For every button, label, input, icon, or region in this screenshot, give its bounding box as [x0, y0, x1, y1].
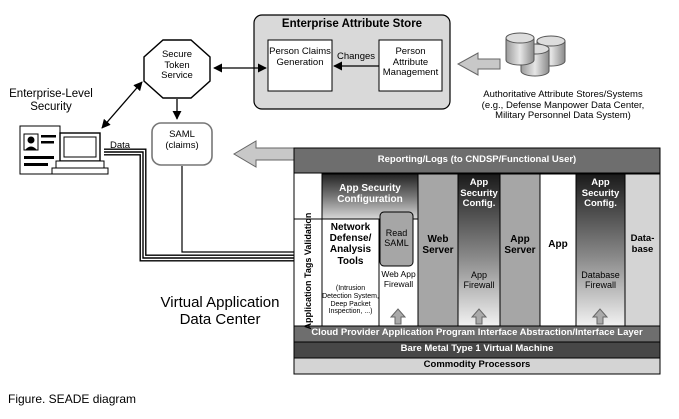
- reporting-label: Reporting/Logs (to CNDSP/Functional User…: [377, 154, 577, 165]
- app-firewall-label: App Firewall: [463, 270, 495, 291]
- enterprise-store-title: Enterprise Attribute Store: [281, 18, 423, 30]
- reporting-to-saml-arrow: [233, 140, 296, 168]
- up-arrow-2: [470, 308, 488, 325]
- database-firewall-label: Database Firewall: [581, 270, 620, 291]
- reporting-bar: [293, 147, 661, 174]
- database-col: [624, 173, 661, 327]
- web-app-firewall-label: Web App Firewall: [381, 269, 416, 289]
- data-label: Data: [110, 140, 131, 151]
- web-server-label: Web Server: [422, 234, 454, 257]
- figure-caption: Figure. SEADE diagram: [8, 392, 137, 406]
- cloud-layer-label: Cloud Provider Application Program Inter…: [311, 327, 643, 338]
- attribute-management-label: Person Attribute Management: [382, 46, 439, 79]
- up-arrow-3: [591, 308, 609, 325]
- network-defense-sub-label: (Intrusion Detection System, Deep Packet…: [322, 285, 379, 316]
- auth-to-store-arrow: [456, 52, 501, 76]
- claims-generation-label: Person Claims Generation: [269, 46, 331, 68]
- app-server-label: App Server: [504, 234, 536, 257]
- app-label: App: [548, 239, 568, 250]
- user-workstation-icon: [19, 125, 109, 175]
- app-sec-config-label-2: App Security Config.: [460, 177, 498, 210]
- network-defense-label: Network Defense/ Analysis Tools: [329, 222, 372, 267]
- up-arrow-1: [389, 308, 407, 325]
- token-service-label: Secure Token Service: [161, 49, 193, 82]
- app-sec-config-label-3: App Security Config.: [581, 177, 620, 210]
- user-sts-arrow: [101, 81, 143, 129]
- token-service-octagon: [143, 39, 211, 99]
- app-sec-config-label: App Security Configuration: [337, 183, 403, 206]
- enterprise-security-label: Enterprise-Level Security: [9, 88, 93, 113]
- database-cylinders: [505, 32, 566, 77]
- app-tags-column: [293, 218, 323, 327]
- bare-metal-label: Bare Metal Type 1 Virtual Machine: [400, 343, 554, 354]
- authoritative-label: Authoritative Attribute Stores/Systems (…: [481, 89, 645, 122]
- commodity-bar: [293, 357, 661, 375]
- claims-generation-box: [267, 39, 333, 92]
- app-tags-label: Application Tags Validation: [302, 212, 313, 330]
- saml-box: [151, 122, 213, 166]
- virtual-app-dc-label: Virtual Application Data Center: [160, 294, 280, 328]
- read-saml-box: [379, 211, 414, 267]
- changes-label: Changes: [336, 51, 376, 62]
- saml-label: SAML(claims): [165, 129, 199, 151]
- attribute-management-box: [378, 39, 443, 92]
- web-server-col: [417, 173, 459, 327]
- commodity-label: Commodity Processors: [423, 359, 531, 370]
- read-saml-label: Read SAML: [384, 228, 409, 249]
- database-label: Data- base: [630, 233, 655, 255]
